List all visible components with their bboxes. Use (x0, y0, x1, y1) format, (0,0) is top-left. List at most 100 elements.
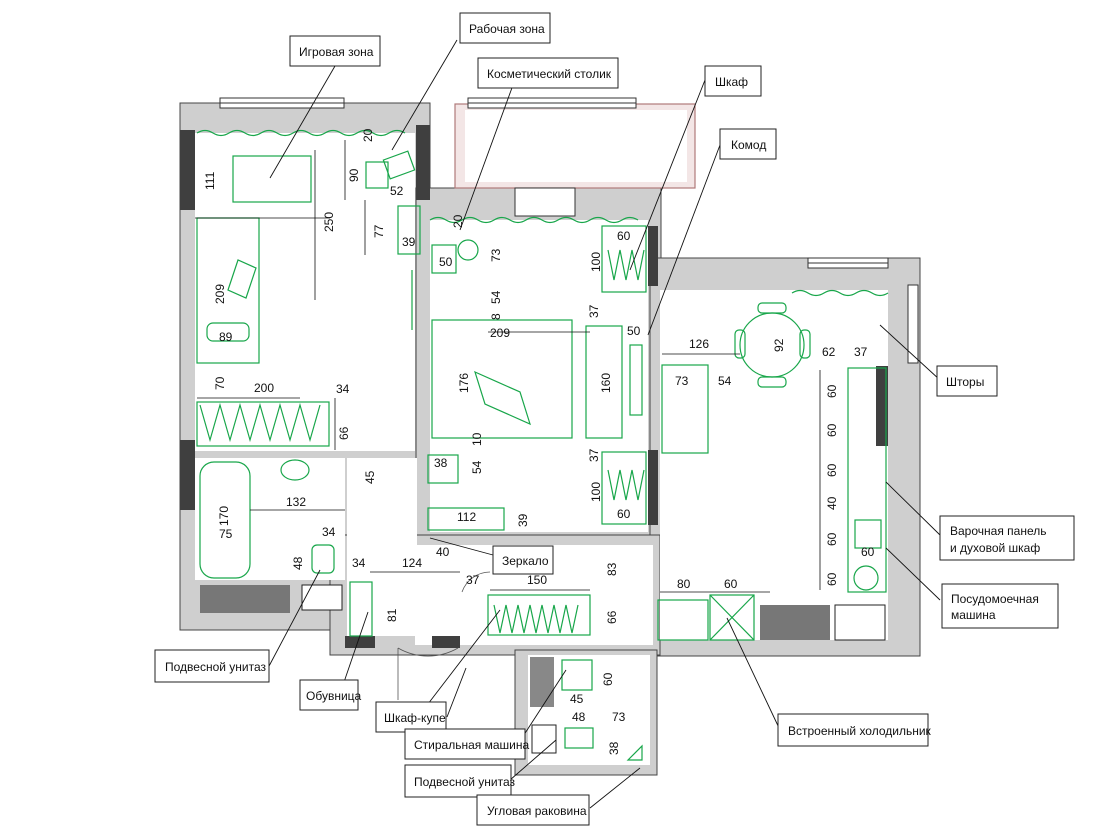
label-wardrobe: Шкаф (715, 75, 748, 89)
dim-89: 89 (219, 330, 233, 344)
dim-60: 60 (861, 545, 875, 559)
curtains-lines (196, 129, 889, 297)
kitchen-furniture (657, 302, 887, 641)
label-mirror: Зеркало (502, 554, 549, 568)
dim-60: 60 (601, 672, 615, 686)
dim-112: 112 (457, 510, 476, 524)
dim-54: 54 (470, 460, 484, 474)
dimension-lines (195, 140, 821, 593)
dimension-labels: 111 250 20 90 52 77 39 209 89 70 200 34 … (203, 128, 875, 755)
dim-132: 132 (286, 495, 306, 509)
label-dishwasher-2: машина (951, 608, 996, 622)
dim-73: 73 (612, 710, 626, 724)
dim-40: 40 (436, 545, 450, 559)
label-hob-1: Варочная панель (950, 524, 1046, 538)
dim-150: 150 (527, 573, 547, 587)
bathroom-1 (195, 458, 345, 580)
label-fridge: Встроенный холодильник (788, 724, 932, 738)
dim-60: 60 (825, 572, 839, 586)
label-corner-sink: Угловая раковина (487, 804, 587, 818)
columns (180, 125, 888, 648)
dim-81: 81 (385, 608, 399, 622)
dim-77: 77 (372, 224, 386, 238)
callout-wall-toilet-1: Подвесной унитаз (154, 649, 270, 683)
dim-170: 170 (217, 506, 231, 526)
dim-48: 48 (291, 556, 305, 570)
dim-66: 66 (605, 610, 619, 624)
dim-45: 45 (570, 692, 584, 706)
dim-54: 54 (489, 290, 503, 304)
dim-100: 100 (589, 252, 603, 272)
doors (397, 571, 491, 700)
dim-39: 39 (402, 235, 416, 249)
dim-38: 38 (434, 456, 448, 470)
dim-60: 60 (617, 507, 631, 521)
dim-100: 100 (589, 482, 603, 502)
hall-furniture (200, 454, 505, 637)
dim-176: 176 (457, 373, 471, 393)
kitchen (660, 290, 888, 640)
dim-60: 60 (825, 384, 839, 398)
bedroom-furniture (431, 225, 647, 525)
label-dishwasher-1: Посудомоечная (951, 592, 1039, 606)
dim-66: 66 (337, 426, 351, 440)
dim-50: 50 (439, 255, 453, 269)
dim-60: 60 (617, 229, 631, 243)
dim-48: 48 (572, 710, 586, 724)
callout-wall-toilet-2: Подвесной унитаз (404, 764, 516, 798)
dim-20: 20 (451, 214, 465, 228)
dim-34: 34 (336, 382, 350, 396)
dim-250: 250 (322, 212, 336, 232)
callout-shoe-rack: Обувница (299, 679, 362, 711)
dim-37: 37 (466, 573, 480, 587)
callout-hob: Варочная панель и духовой шкаф (939, 515, 1075, 561)
bedroom (430, 220, 648, 532)
dim-75: 75 (219, 527, 233, 541)
dim-37: 37 (854, 345, 868, 359)
dim-60: 60 (825, 423, 839, 437)
callout-work-zone: Рабочая зона (459, 12, 551, 44)
callout-dresser: Комод (719, 128, 777, 160)
label-wall-toilet-1: Подвесной унитаз (165, 660, 267, 674)
callout-vanity: Косметический столик (477, 57, 619, 89)
dim-37: 37 (587, 304, 601, 318)
callout-washing-machine: Стиральная машина (404, 728, 529, 760)
dim-39: 39 (516, 513, 530, 527)
callout-mirror: Зеркало (492, 545, 554, 575)
callout-dishwasher: Посудомоечная машина (941, 583, 1059, 629)
dim-73: 73 (675, 374, 689, 388)
callouts: Игровая зона Рабочая зона Косметический … (154, 12, 1075, 826)
callout-corner-sink: Угловая раковина (476, 794, 590, 826)
dim-62: 62 (822, 345, 836, 359)
dim-52: 52 (390, 184, 404, 198)
label-hob-2: и духовой шкаф (950, 541, 1040, 555)
callout-wardrobe: Шкаф (704, 65, 762, 97)
label-dresser: Комод (731, 138, 766, 152)
dim-60: 60 (724, 577, 738, 591)
label-washing-machine: Стиральная машина (414, 738, 529, 752)
dim-200: 200 (254, 381, 274, 395)
dim-92: 92 (772, 338, 786, 352)
dim-8: 8 (489, 313, 503, 320)
windows (219, 97, 919, 364)
dim-45: 45 (363, 470, 377, 484)
dim-60: 60 (825, 463, 839, 477)
dim-80: 80 (677, 577, 691, 591)
dim-60: 60 (825, 532, 839, 546)
label-curtains: Шторы (946, 375, 984, 389)
kids-room (195, 133, 415, 451)
dim-38: 38 (607, 741, 621, 755)
dim-111: 111 (203, 171, 217, 190)
label-sliding-wardrobe: Шкаф-купе (384, 711, 446, 725)
dim-50: 50 (627, 324, 641, 338)
dim-20: 20 (361, 128, 375, 142)
dim-34: 34 (322, 525, 336, 539)
dim-209: 209 (490, 326, 510, 340)
dim-37: 37 (587, 448, 601, 462)
callout-play-zone: Игровая зона (289, 35, 381, 67)
dim-54: 54 (718, 374, 732, 388)
dim-34: 34 (352, 556, 366, 570)
dim-10: 10 (470, 432, 484, 446)
dim-70: 70 (213, 376, 227, 390)
callout-fridge: Встроенный холодильник (777, 713, 932, 747)
